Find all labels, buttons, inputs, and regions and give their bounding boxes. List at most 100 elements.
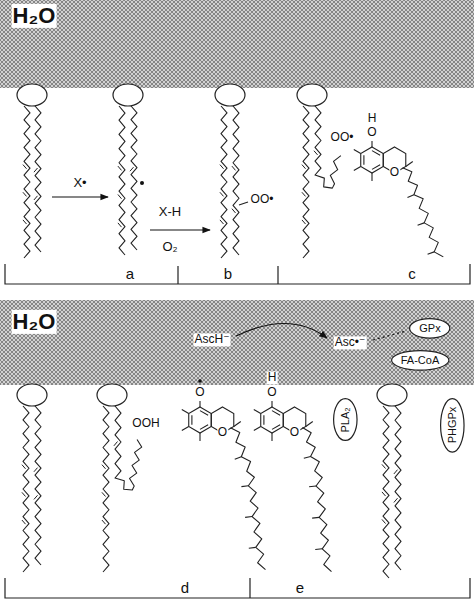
methyl-branch xyxy=(312,517,319,519)
methyl-group xyxy=(354,150,361,154)
water-band xyxy=(0,0,474,88)
enzyme-ellipse: FA-CoA xyxy=(391,350,450,371)
dotted-link xyxy=(373,331,406,340)
double-bond xyxy=(220,165,224,169)
fatty-acid-chain xyxy=(35,106,41,252)
chromanol-ring xyxy=(189,407,212,433)
hydroxyl-bond xyxy=(371,141,372,147)
double-bond xyxy=(232,209,236,213)
double-bond xyxy=(23,220,27,224)
methyl-group xyxy=(254,427,261,431)
methyl-group xyxy=(306,422,313,427)
methyl-group xyxy=(182,427,189,431)
ellipse-border xyxy=(391,350,448,369)
methyl-branch xyxy=(309,485,316,487)
reaction-arrow xyxy=(52,196,108,197)
ascorbate-label: Asc•⁻ xyxy=(334,336,367,349)
fatty-acid-chain xyxy=(303,106,309,258)
radical-dot xyxy=(140,181,144,185)
double-bond xyxy=(114,442,118,446)
lipid-head xyxy=(377,384,407,406)
aromatic-bond xyxy=(363,155,364,164)
reaction-arrow xyxy=(150,229,210,230)
methyl-group xyxy=(234,422,241,427)
atom-label: H xyxy=(367,112,378,125)
double-bond xyxy=(382,464,386,468)
lipid-head xyxy=(17,384,47,406)
methyl-group xyxy=(182,410,189,414)
peroxyl-bond xyxy=(239,202,248,205)
aromatic-bond xyxy=(191,415,192,424)
reaction-arrow xyxy=(236,323,327,338)
aromatic-bond xyxy=(200,425,208,430)
title-label: H₂O xyxy=(12,4,57,28)
double-bond xyxy=(394,498,398,502)
peroxyl-label: OO• xyxy=(330,131,355,144)
fatty-acid-chain xyxy=(315,106,341,188)
double-bond xyxy=(302,165,306,169)
chromanol-ring xyxy=(361,147,384,173)
double-bond xyxy=(102,465,106,469)
double-bond xyxy=(302,220,306,224)
double-bond xyxy=(22,465,26,469)
ellipse-border xyxy=(333,399,356,441)
phytyl-tail xyxy=(403,168,444,257)
double-bond xyxy=(232,166,236,170)
double-bond xyxy=(220,192,224,196)
methyl-group xyxy=(354,167,361,171)
fatty-acid-chain xyxy=(103,406,109,572)
lipid-head xyxy=(113,84,143,106)
double-bond xyxy=(118,166,122,170)
radical-label: X• xyxy=(72,176,87,190)
methyl-branch xyxy=(315,548,322,550)
aromatic-bond xyxy=(272,425,280,430)
aromatic-bond xyxy=(263,415,264,424)
fatty-acid-chain xyxy=(395,406,401,570)
product-label: X-H xyxy=(158,205,182,219)
double-bond xyxy=(118,223,122,227)
ellipse-border xyxy=(440,398,463,451)
chromanol-ring xyxy=(261,407,284,433)
enzyme-ellipse: GPx xyxy=(409,318,450,339)
enzyme-name: GPx xyxy=(419,322,440,335)
hydroxyl-bond xyxy=(199,401,200,407)
lipid-head xyxy=(297,84,327,106)
node-text-group: GPx xyxy=(419,322,440,335)
lipid-head xyxy=(17,84,47,106)
methyl-branch xyxy=(418,223,425,225)
phytyl-tail xyxy=(302,427,331,571)
enzyme-name: FA-CoA xyxy=(401,354,440,367)
methyl-group xyxy=(271,433,272,441)
panel-letter: e xyxy=(295,580,305,597)
fatty-acid-chain xyxy=(383,406,389,578)
peroxyl-label: OO• xyxy=(250,193,275,206)
atom-label: O xyxy=(389,166,400,179)
ellipse-border xyxy=(410,318,450,337)
fatty-acid-chain xyxy=(23,406,29,572)
double-bond xyxy=(102,520,106,524)
aromatic-bond xyxy=(372,165,380,170)
fatty-acid-chain xyxy=(24,106,30,258)
node-text-group: PHGPx xyxy=(446,407,459,444)
double-bond xyxy=(394,470,398,474)
panel-letter: a xyxy=(125,266,135,283)
lipid-head xyxy=(215,84,245,106)
atom-label: H xyxy=(267,371,278,384)
node-text-group: PLA₂ xyxy=(339,407,352,432)
hydroxyl-bond xyxy=(271,401,272,407)
enzyme-name: PLA₂ xyxy=(339,407,352,432)
ascorbate-label: AscH⁻ xyxy=(193,333,230,346)
methyl-branch xyxy=(235,457,242,459)
aromatic-bond xyxy=(372,151,380,156)
double-bond xyxy=(22,492,26,496)
radical-dot xyxy=(198,379,202,383)
methyl-branch xyxy=(245,516,252,518)
atom-label: O xyxy=(217,426,228,439)
double-bond xyxy=(220,220,224,224)
panel-bracket xyxy=(5,264,470,284)
methyl-branch xyxy=(249,547,256,549)
fatty-acid-chain xyxy=(35,406,41,565)
atom-label: O xyxy=(266,386,277,399)
